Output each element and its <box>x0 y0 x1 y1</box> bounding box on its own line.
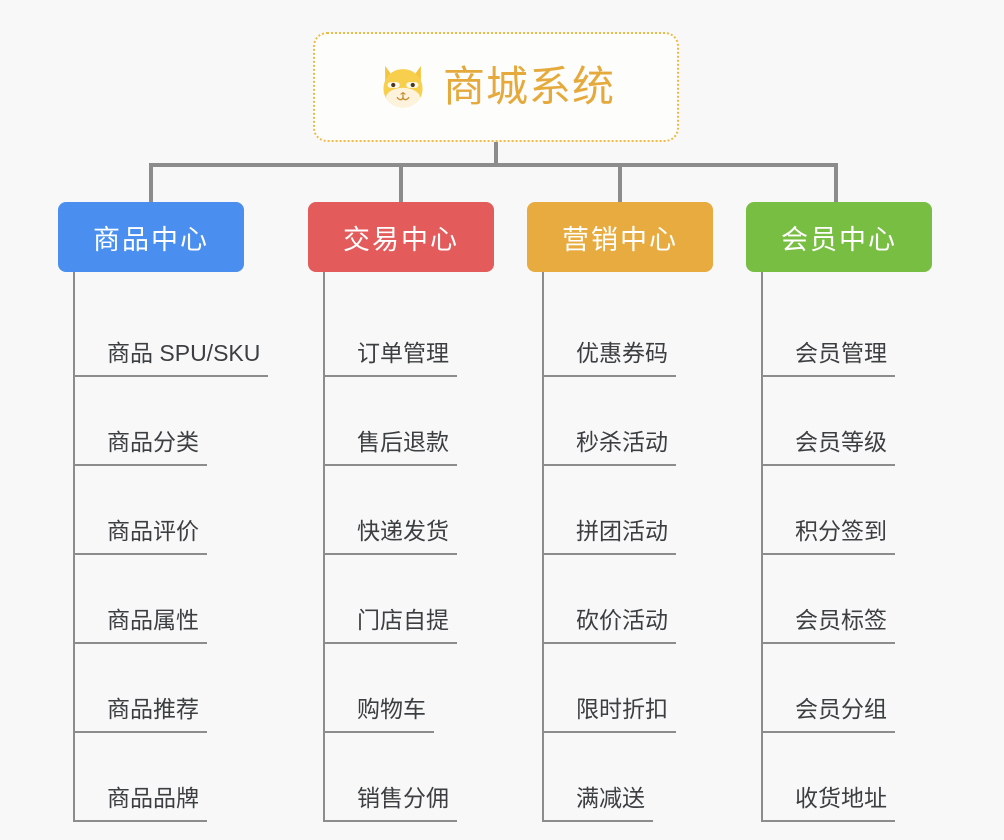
leaf-item[interactable]: 满减送 <box>542 733 747 822</box>
leaf-underline <box>542 820 653 822</box>
leaf-item[interactable]: 快递发货 <box>323 466 528 555</box>
leaf-list-3: 会员管理 会员等级 积分签到 会员标签 会员分组 <box>761 272 966 822</box>
leaf-item[interactable]: 秒杀活动 <box>542 377 747 466</box>
leaf-underline <box>761 464 895 466</box>
leaf-label: 订单管理 <box>357 339 449 366</box>
leaf-underline <box>73 375 268 377</box>
leaf-spine-0 <box>73 272 75 822</box>
leaf-label: 秒杀活动 <box>576 428 668 455</box>
category-box-1[interactable]: 交易中心 <box>308 202 494 272</box>
leaf-item[interactable]: 收货地址 <box>761 733 966 822</box>
shiba-dog-face-icon <box>383 65 423 108</box>
leaf-label: 快递发货 <box>357 517 449 544</box>
leaf-label: 门店自提 <box>357 606 449 633</box>
leaf-label: 满减送 <box>576 784 645 811</box>
leaf-item[interactable]: 门店自提 <box>323 555 528 644</box>
leaf-label: 拼团活动 <box>576 517 668 544</box>
leaf-underline <box>761 731 895 733</box>
leaf-underline <box>73 553 207 555</box>
leaf-underline <box>323 731 434 733</box>
leaf-underline <box>542 375 676 377</box>
root-node[interactable]: 商城系统 <box>313 32 679 142</box>
leaf-item[interactable]: 砍价活动 <box>542 555 747 644</box>
leaf-item[interactable]: 会员标签 <box>761 555 966 644</box>
category-column-营销中心: 营销中心 优惠券码 秒杀活动 拼团活动 砍价活动 <box>527 202 747 822</box>
leaf-item[interactable]: 会员等级 <box>761 377 966 466</box>
category-label-2: 营销中心 <box>562 224 678 255</box>
leaf-label: 砍价活动 <box>576 606 668 633</box>
leaf-label: 商品分类 <box>107 428 199 455</box>
leaf-underline <box>323 820 457 822</box>
leaf-label: 销售分佣 <box>357 784 449 811</box>
leaf-label: 积分签到 <box>795 517 887 544</box>
leaf-underline <box>542 731 676 733</box>
leaf-item[interactable]: 购物车 <box>323 644 528 733</box>
leaf-spine-3 <box>761 272 763 822</box>
leaf-item[interactable]: 限时折扣 <box>542 644 747 733</box>
leaf-underline <box>542 464 676 466</box>
leaf-underline <box>761 820 895 822</box>
root-title: 商城系统 <box>442 63 615 110</box>
leaf-underline <box>542 642 676 644</box>
leaf-label: 会员分组 <box>795 695 887 722</box>
leaf-spine-2 <box>542 272 544 822</box>
leaf-label: 购物车 <box>357 695 426 722</box>
leaf-underline <box>73 731 207 733</box>
leaf-label: 收货地址 <box>795 784 887 811</box>
leaf-item[interactable]: 会员管理 <box>761 288 966 377</box>
leaf-underline <box>761 642 895 644</box>
leaf-list-1: 订单管理 售后退款 快递发货 门店自提 购物车 <box>323 272 528 822</box>
leaf-label: 优惠券码 <box>576 339 668 366</box>
leaf-list-2: 优惠券码 秒杀活动 拼团活动 砍价活动 限时折扣 <box>542 272 747 822</box>
leaf-item[interactable]: 优惠券码 <box>542 288 747 377</box>
leaf-item[interactable]: 商品 SPU/SKU <box>73 288 278 377</box>
category-column-交易中心: 交易中心 订单管理 售后退款 快递发货 门店自提 <box>308 202 528 822</box>
leaf-label: 会员管理 <box>795 339 887 366</box>
leaf-label: 会员标签 <box>795 606 887 633</box>
category-column-商品中心: 商品中心 商品 SPU/SKU 商品分类 商品评价 商品属性 <box>58 202 278 822</box>
leaf-label: 售后退款 <box>357 428 449 455</box>
leaf-label: 商品评价 <box>107 517 199 544</box>
leaf-underline <box>323 464 457 466</box>
leaf-underline <box>761 553 895 555</box>
leaf-label: 商品属性 <box>107 606 199 633</box>
category-label-3: 会员中心 <box>781 224 897 255</box>
leaf-label: 限时折扣 <box>576 695 668 722</box>
category-box-0[interactable]: 商品中心 <box>58 202 244 272</box>
category-label-1: 交易中心 <box>343 224 459 255</box>
category-column-会员中心: 会员中心 会员管理 会员等级 积分签到 会员标签 <box>746 202 966 822</box>
leaf-list-0: 商品 SPU/SKU 商品分类 商品评价 商品属性 商品推荐 <box>73 272 278 822</box>
leaf-item[interactable]: 商品评价 <box>73 466 278 555</box>
leaf-label: 会员等级 <box>795 428 887 455</box>
leaf-item[interactable]: 销售分佣 <box>323 733 528 822</box>
leaf-item[interactable]: 商品推荐 <box>73 644 278 733</box>
leaf-item[interactable]: 订单管理 <box>323 288 528 377</box>
leaf-item[interactable]: 商品品牌 <box>73 733 278 822</box>
leaf-item[interactable]: 商品分类 <box>73 377 278 466</box>
leaf-underline <box>761 375 895 377</box>
category-box-3[interactable]: 会员中心 <box>746 202 932 272</box>
leaf-underline <box>542 553 676 555</box>
leaf-underline <box>323 642 457 644</box>
leaf-underline <box>73 642 207 644</box>
leaf-item[interactable]: 积分签到 <box>761 466 966 555</box>
leaf-underline <box>323 375 457 377</box>
leaf-underline <box>73 820 207 822</box>
leaf-label: 商品推荐 <box>107 695 199 722</box>
leaf-spine-1 <box>323 272 325 822</box>
leaf-underline <box>73 464 207 466</box>
category-box-2[interactable]: 营销中心 <box>527 202 713 272</box>
leaf-item[interactable]: 商品属性 <box>73 555 278 644</box>
leaf-item[interactable]: 会员分组 <box>761 644 966 733</box>
leaf-item[interactable]: 拼团活动 <box>542 466 747 555</box>
leaf-label: 商品品牌 <box>107 784 199 811</box>
leaf-item[interactable]: 售后退款 <box>323 377 528 466</box>
leaf-label: 商品 SPU/SKU <box>107 339 261 366</box>
category-columns: 商品中心 商品 SPU/SKU 商品分类 商品评价 商品属性 <box>0 202 1004 840</box>
leaf-underline <box>323 553 457 555</box>
category-label-0: 商品中心 <box>93 224 209 255</box>
